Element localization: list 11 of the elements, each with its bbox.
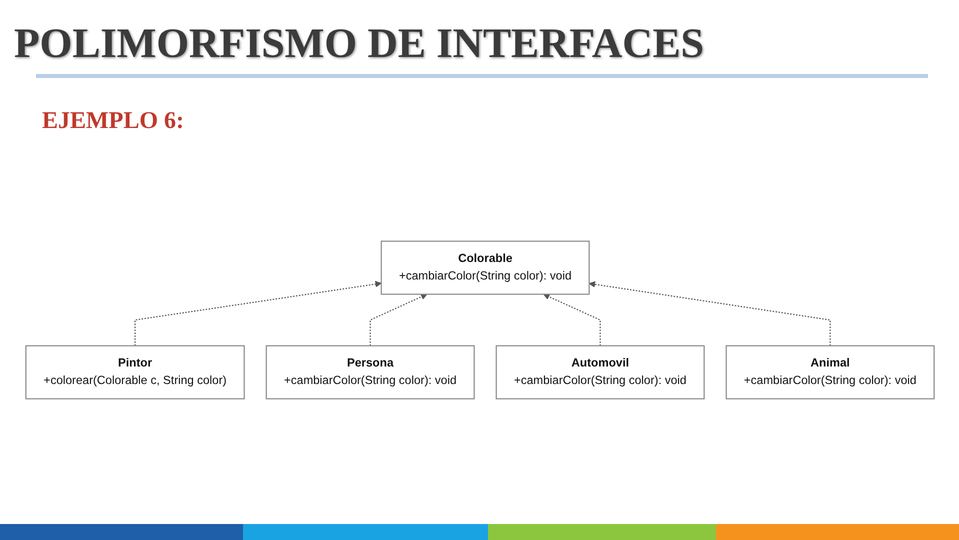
class-box: Colorable +cambiarColor(String color): void	[380, 240, 590, 295]
example-heading: EJEMPLO 6:	[42, 108, 184, 135]
class-box: Animal +cambiarColor(String color): void	[726, 345, 935, 400]
dashed-arrow	[543, 294, 601, 346]
class-box: Persona +cambiarColor(String color): void	[266, 345, 475, 400]
dashed-arrow	[134, 280, 382, 346]
dashed-arrow	[588, 281, 831, 346]
slide-title: POLIMORFISMO DE INTERFACES	[14, 20, 704, 68]
class-box: Pintor +colorear(Colorable c, String color)	[25, 345, 245, 400]
dashed-arrow	[370, 294, 428, 346]
class-box: Automovil +cambiarColor(String color): void	[496, 345, 705, 400]
